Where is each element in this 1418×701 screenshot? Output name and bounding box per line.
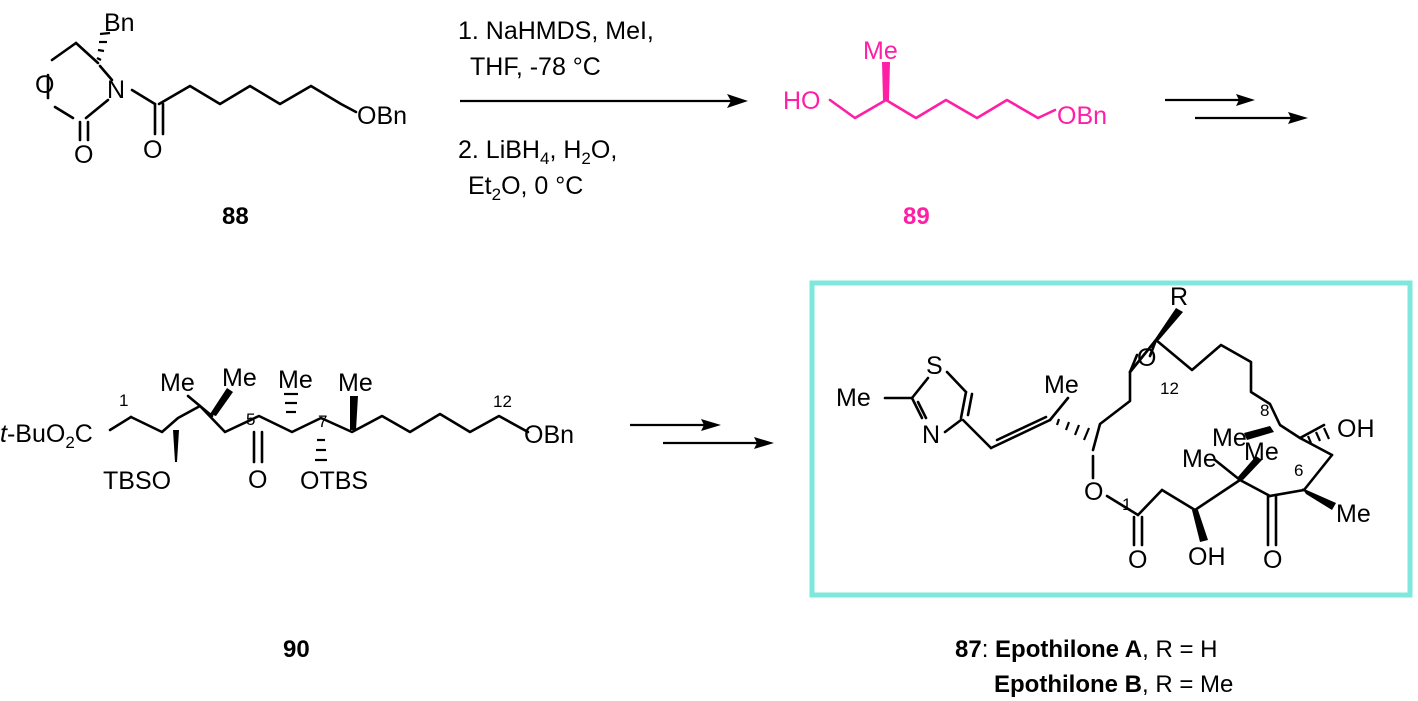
- atom-88-o-ring: O: [35, 71, 54, 99]
- caption-87-r-b: , R = Me: [1142, 671, 1233, 698]
- atom-87-o-c1: O: [1128, 546, 1147, 574]
- hash-bond-otbs7: [315, 438, 327, 462]
- locant-87-12: 12: [1160, 379, 1179, 398]
- atom-90-me6: Me: [278, 366, 313, 394]
- hash-bond-me6: [284, 392, 298, 414]
- atom-90-tbso3: TBSO: [103, 467, 171, 495]
- compound-89-structure: Me HO OBn 89: [783, 37, 1107, 230]
- wedge-bond-me8-87: [1244, 426, 1274, 440]
- wedge-bond-r: [1153, 308, 1183, 342]
- compound-label-90: 90: [283, 636, 310, 663]
- cond2-et: Et: [468, 172, 492, 200]
- caption-87-r-a: , R = H: [1142, 636, 1217, 663]
- atom-87-n: N: [922, 421, 940, 449]
- compound-88-structure: [46, 31, 358, 142]
- multistep-arrow-2: [630, 419, 774, 449]
- compound-label-88: 88: [222, 203, 249, 230]
- atom-88-obn: OBn: [357, 102, 407, 130]
- locant-87-6: 6: [1294, 461, 1303, 480]
- atom-88-bn: Bn: [104, 9, 135, 37]
- wedge-bond-me4: [1237, 456, 1262, 480]
- caption-87-name-a: Epothilone A: [995, 636, 1142, 663]
- atom-87-o-epoxide: O: [1137, 344, 1156, 372]
- reaction-arrow-1: [460, 94, 748, 108]
- hash-bond-oh7: [1306, 427, 1331, 444]
- epothilone-highlight-box: [809, 280, 1413, 598]
- atom-90-obn: OBn: [524, 421, 574, 449]
- compound-label-89: 89: [903, 203, 930, 230]
- cond2-sub2: 2: [581, 149, 590, 168]
- hash-bond-bn: [96, 31, 111, 61]
- wedge-bond-oh3: [1192, 510, 1208, 542]
- caption-87-line1: 87: Epothilone A, R = H: [955, 636, 1218, 663]
- caption-87-id: 87: [955, 636, 982, 663]
- wedge-bond-otbs3: [173, 430, 179, 462]
- locant-90-5: 5: [246, 410, 255, 429]
- atom-87-oh7: OH: [1337, 415, 1375, 443]
- locant-90-7: 7: [318, 412, 327, 431]
- cond2-c: O,: [591, 136, 617, 164]
- atom-90-me4b: Me: [222, 364, 257, 392]
- atom-88-o-carbonyl1: O: [74, 141, 93, 169]
- compound-87-structure: [883, 308, 1336, 547]
- wedge-bond-me6-87: [1302, 488, 1336, 510]
- atom-90-otbs7: OTBS: [300, 467, 368, 495]
- condition-step1-line2: THF, -78 °C: [470, 53, 601, 81]
- hash-bond-c15: [1055, 418, 1091, 441]
- locant-90-12: 12: [493, 392, 512, 411]
- atom-90-buo: -BuO: [7, 420, 65, 448]
- caption-87-line2: Epothilone B, R = Me: [994, 671, 1233, 698]
- atom-87-me8: Me: [1212, 424, 1247, 452]
- locant-87-8: 8: [1260, 401, 1269, 420]
- atom-87-me4b: Me: [1244, 438, 1279, 466]
- atom-87-me6: Me: [1336, 500, 1371, 528]
- condition-step2-line1: 2. LiBH4, H2O,: [458, 136, 617, 168]
- caption-87-name-b: Epothilone B: [994, 671, 1142, 698]
- multistep-arrow-1: [1165, 94, 1308, 124]
- locant-90-1: 1: [119, 391, 128, 410]
- atom-87-me4a: Me: [1182, 445, 1217, 473]
- caption-87-sep: :: [982, 636, 995, 663]
- cond2-rest: O, 0 °C: [501, 172, 583, 200]
- compound-90-structure: [108, 388, 530, 464]
- atom-87-s: S: [926, 352, 943, 380]
- cond2-a: 2. LiBH: [458, 136, 540, 164]
- condition-step2-line2: Et2O, 0 °C: [468, 172, 583, 204]
- cond2-sub1: 4: [540, 149, 549, 168]
- atom-90-me4a: Me: [160, 369, 195, 397]
- atom-90-tbuo2c: t-BuO2C: [0, 420, 93, 452]
- atom-89-obn: OBn: [1057, 102, 1107, 130]
- wedge-bond-me-89: [882, 62, 890, 100]
- cond2-et-sub: 2: [492, 185, 501, 204]
- atom-90-o5: O: [248, 466, 267, 494]
- atom-87-o5: O: [1263, 546, 1282, 574]
- atom-88-n: N: [107, 76, 125, 104]
- wedge-bond-me8: [350, 396, 358, 430]
- atom-90-sub2: 2: [65, 433, 74, 452]
- atom-88-o-carbonyl2: O: [143, 136, 162, 164]
- atom-87-oh3: OH: [1188, 543, 1226, 571]
- condition-step1-line1: 1. NaHMDS, MeI,: [458, 17, 654, 45]
- atom-89-ho: HO: [783, 87, 821, 115]
- atom-90-me8: Me: [338, 369, 373, 397]
- atom-87-r: R: [1170, 283, 1188, 311]
- atom-90-c: C: [75, 420, 93, 448]
- atom-90-t: t: [0, 420, 8, 448]
- wedge-bond-me4b: [210, 388, 233, 416]
- atom-89-me: Me: [863, 37, 898, 65]
- atom-87-me-thiazole: Me: [836, 384, 871, 412]
- locant-87-1: 1: [1122, 495, 1131, 514]
- cond2-b: , H: [549, 136, 581, 164]
- atom-87-o-ring: O: [1084, 478, 1103, 506]
- atom-87-me-vinyl: Me: [1044, 371, 1079, 399]
